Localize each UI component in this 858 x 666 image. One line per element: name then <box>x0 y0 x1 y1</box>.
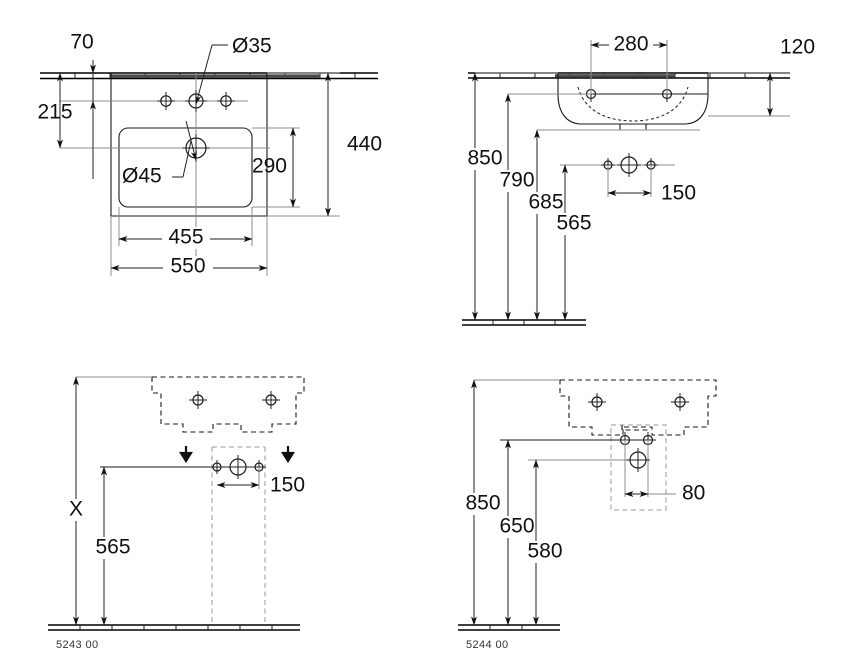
dim-290: 290 <box>252 127 296 208</box>
dim-790-top-right: 790 <box>494 93 591 321</box>
dim-440-label: 440 <box>347 133 382 156</box>
dim-150b-label: 150 <box>270 474 305 497</box>
connection-pair-upper-br <box>500 432 656 497</box>
down-arrow-left-bl <box>179 446 193 464</box>
dim-120-label: 120 <box>780 36 815 59</box>
dim-150-label: 150 <box>661 182 696 205</box>
basin-silhouette-dashed-bl <box>151 376 305 433</box>
waste-outlet-br <box>528 448 650 472</box>
dim-565-top-right: 565 <box>551 164 597 321</box>
tap-hole-centre <box>185 90 207 112</box>
wall-line-top-right <box>468 72 790 79</box>
fixing-hole-right-br <box>671 393 689 411</box>
dim-565-label: 565 <box>556 212 591 235</box>
dim-550: 550 <box>110 255 268 279</box>
wall-line-top-left <box>40 72 378 80</box>
basin-outline-plan <box>110 73 268 217</box>
part-number-5243: 5243 00 <box>56 639 99 651</box>
dim-150-top-right: 150 <box>607 182 696 205</box>
view-top-right: 150 280 120 8 <box>462 33 815 326</box>
dim-215: 215 <box>37 72 73 149</box>
down-arrow-right-bl <box>281 446 295 464</box>
dim-850-top-right: 850 <box>462 72 558 321</box>
basin-profile-section <box>557 73 709 131</box>
fixing-hole-left-br <box>588 393 606 411</box>
part-number-5244: 5244 00 <box>466 639 509 651</box>
dim-215-label: 215 <box>37 101 72 124</box>
connection-group-top-right <box>560 153 675 197</box>
view-bottom-right: 80 850 650 580 5244 00 <box>458 379 717 651</box>
dim-850-label: 850 <box>467 147 502 170</box>
tap-hole-right <box>217 92 235 110</box>
callout-dia35-label: Ø35 <box>232 35 272 58</box>
dim-580-label: 580 <box>527 540 562 563</box>
dim-850b-label: 850 <box>465 492 500 515</box>
view-top-left: Ø35 Ø45 70 215 440 29 <box>37 31 382 279</box>
floor-line-top-right <box>462 319 586 326</box>
dim-X: X <box>66 376 152 626</box>
dim-685-top-right: 685 <box>523 129 700 321</box>
floor-line-bottom-left <box>48 624 300 631</box>
dim-120: 120 <box>708 36 815 117</box>
dim-790-label: 790 <box>499 169 534 192</box>
dim-650: 650 <box>494 439 540 626</box>
dim-455-text: 455 <box>168 226 203 249</box>
callout-dia35: Ø35 <box>195 35 272 105</box>
dim-80-label: 80 <box>682 482 705 505</box>
dim-565-bottom-left: 565 <box>90 466 136 626</box>
callout-dia45: Ø45 <box>122 120 197 188</box>
fixing-hole-left-bl <box>189 391 207 409</box>
dim-565b-label: 565 <box>95 536 130 559</box>
basin-silhouette-dashed-br <box>559 379 717 436</box>
dim-X-label: X <box>69 498 83 521</box>
connection-group-bl <box>100 455 266 479</box>
floor-line-bottom-right <box>458 624 560 631</box>
dim-280: 280 <box>590 33 668 94</box>
pedestal-outline-br <box>610 424 667 511</box>
tap-hole-left <box>157 92 175 110</box>
dim-440: 440 <box>325 72 382 217</box>
dim-455: 455 455 <box>118 225 253 249</box>
pedestal-outline-bl <box>211 446 266 625</box>
dim-280-label: 280 <box>613 33 648 56</box>
dim-550-label: 550 <box>170 255 205 278</box>
callout-dia45-label: Ø45 <box>122 165 162 188</box>
dim-685-label: 685 <box>528 191 563 214</box>
dim-80: 80 <box>624 482 705 505</box>
dim-650-label: 650 <box>499 515 534 538</box>
dim-70: 70 <box>70 31 96 179</box>
fixing-hole-right-bl <box>262 391 280 409</box>
dim-150-bottom-left: 150 <box>216 467 305 497</box>
dim-70-label: 70 <box>70 31 93 54</box>
dim-850-bottom-right: 850 <box>460 379 560 626</box>
dim-290-label: 290 <box>252 155 287 178</box>
view-bottom-left: 150 X 565 5243 00 <box>48 376 305 651</box>
dim-580: 580 <box>522 459 568 626</box>
waste-outlet-plan <box>182 134 210 162</box>
